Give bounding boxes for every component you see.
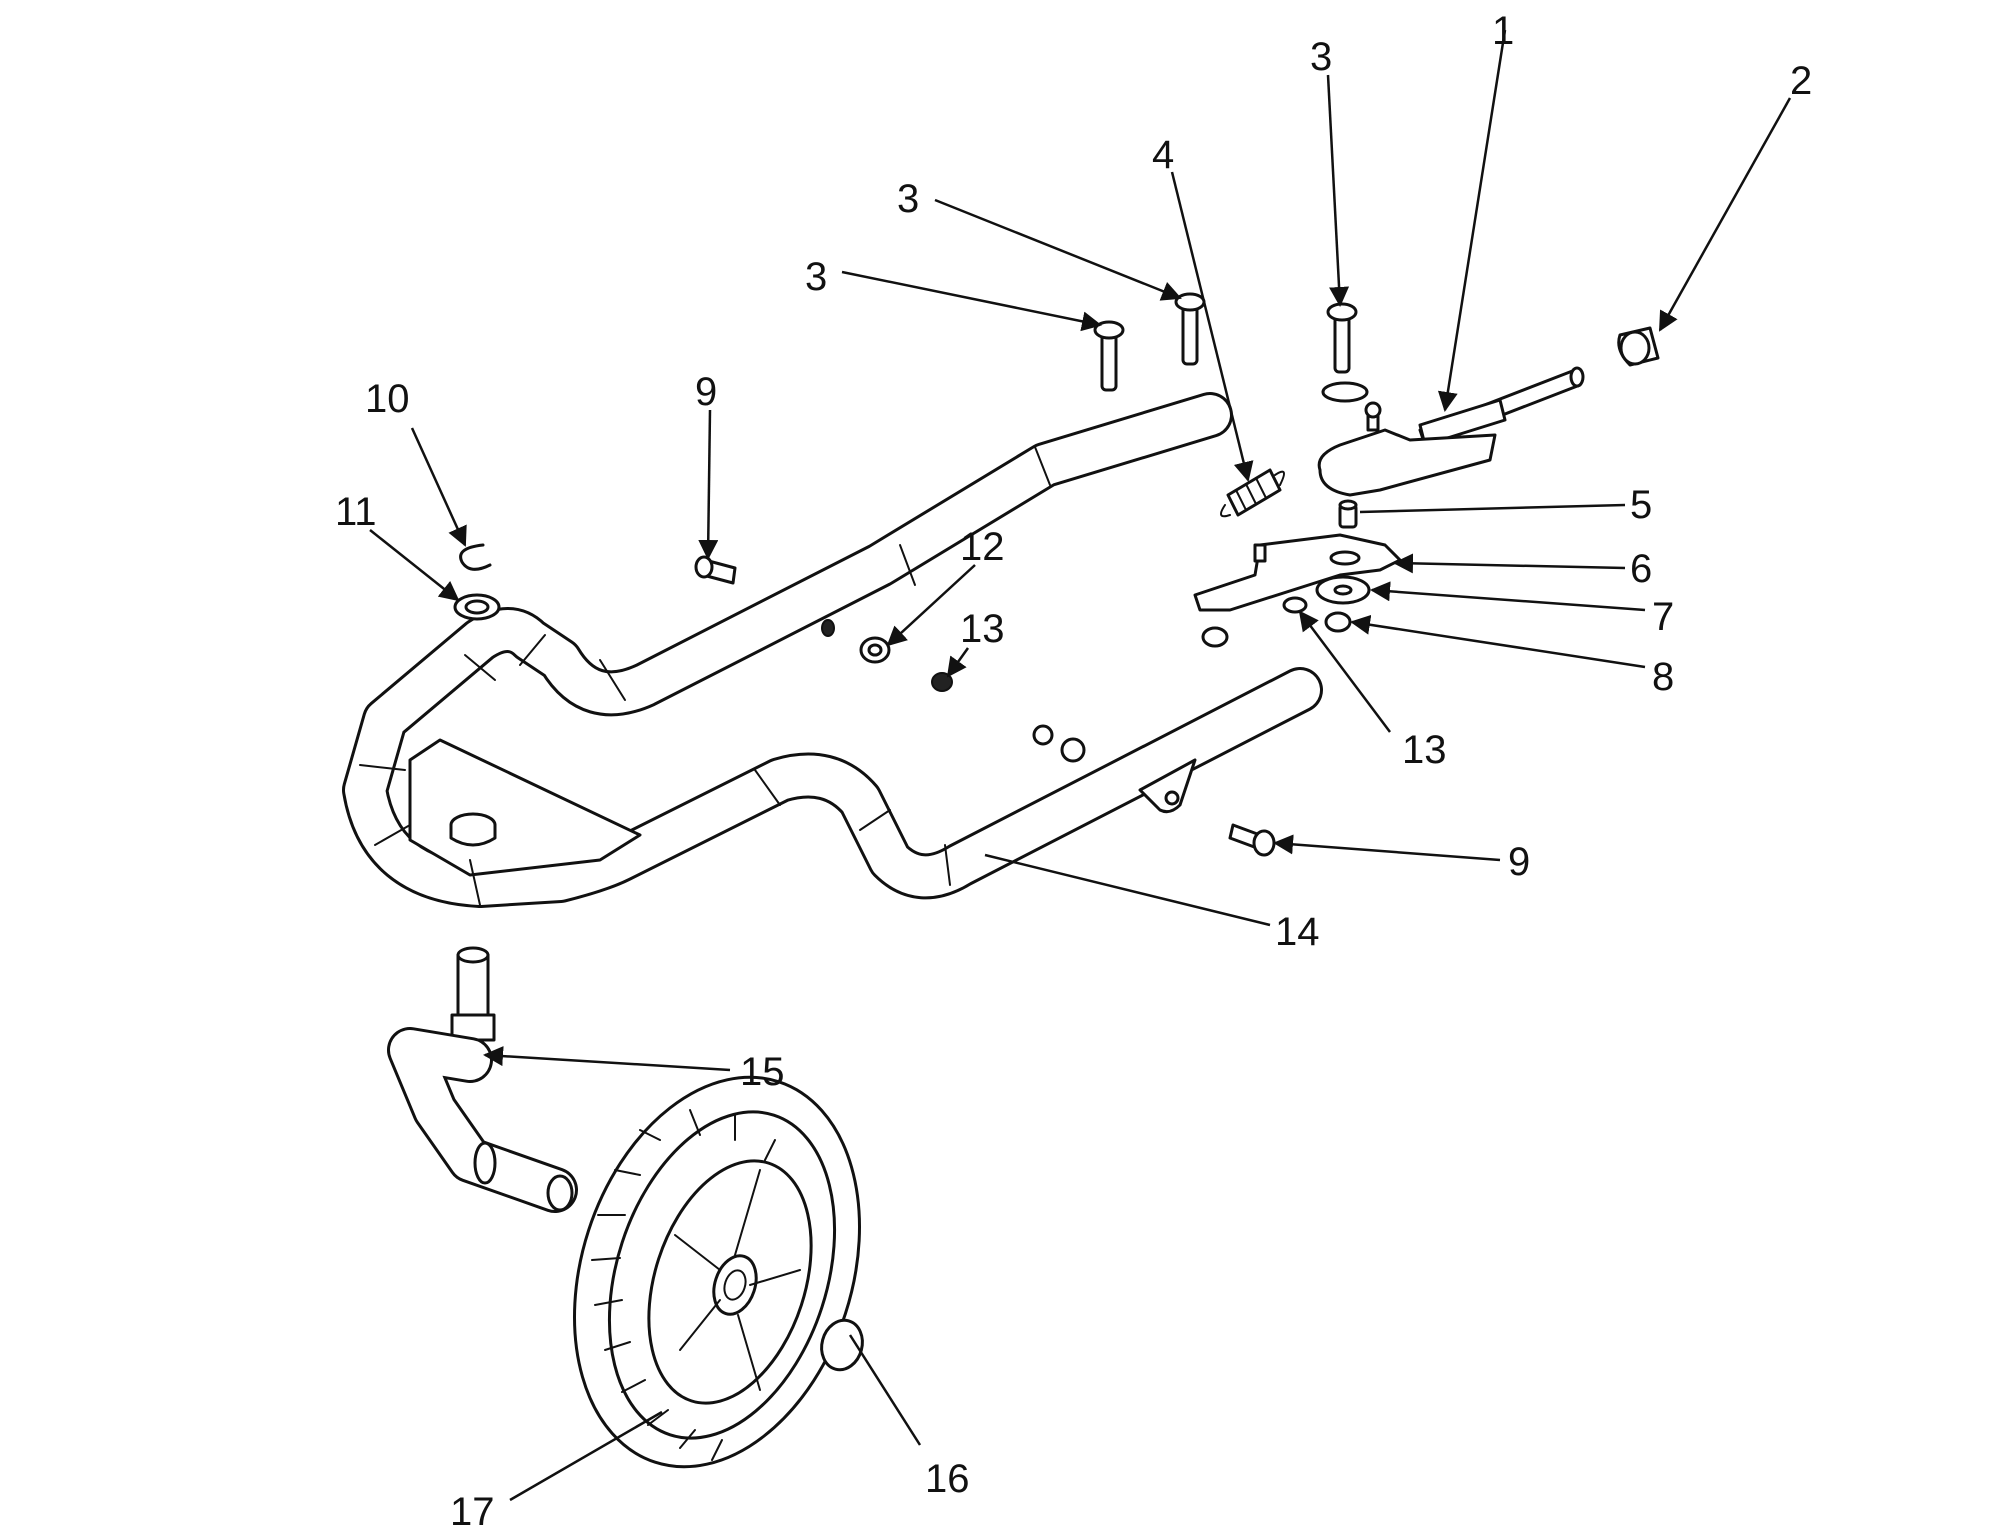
leader-10: [410, 427, 467, 547]
leader-7: [1370, 581, 1646, 612]
callout-16: 16: [925, 1457, 970, 1501]
callout-9-top: 9: [695, 370, 717, 414]
spacer-5: [1338, 499, 1358, 529]
leader-6: [1393, 553, 1626, 574]
callout-4: 4: [1152, 133, 1174, 177]
leader-16: [848, 1334, 922, 1446]
nut-12: [859, 636, 891, 664]
callout-14: 14: [1275, 910, 1320, 954]
leader-12: [886, 564, 976, 647]
callout-11: 11: [335, 490, 377, 534]
bolt-9-right: [1228, 823, 1276, 857]
washer-7: [1315, 575, 1371, 605]
hub-cap-16: [820, 1318, 864, 1372]
leader-5: [1359, 503, 1626, 514]
callout-2: 2: [1790, 59, 1812, 103]
leader-3-middle: [934, 198, 1182, 301]
leader-3-right: [1326, 74, 1350, 307]
bolt-9-top: [694, 555, 737, 585]
callout-17: 17: [450, 1490, 495, 1532]
leader-lines: [369, 29, 1792, 1502]
bolt-3-middle: [1174, 292, 1206, 366]
bolt-3-left: [1093, 320, 1125, 392]
leader-17: [509, 1410, 663, 1502]
callout-3-left: 3: [805, 255, 827, 299]
washer-11: [453, 593, 501, 621]
leader-3-left: [841, 270, 1102, 332]
washer-13-right: [1282, 596, 1308, 614]
callout-labels: 1 2 3 3 3 4 5 6 7 8 9 9 10 11 12 13 13 1…: [335, 9, 1812, 1532]
callout-13-left: 13: [960, 607, 1005, 651]
callout-12: 12: [960, 525, 1005, 569]
bolt-3-right: [1326, 302, 1358, 374]
upper-plate: [1317, 381, 1497, 497]
leader-2: [1658, 97, 1792, 332]
callout-8: 8: [1652, 655, 1674, 699]
leader-9-right: [1273, 834, 1501, 862]
callout-9-right: 9: [1508, 840, 1530, 884]
spring-4: [1220, 468, 1285, 518]
callout-15: 15: [740, 1050, 785, 1094]
leader-14: [984, 853, 1271, 927]
caster-fork-15: [387, 946, 578, 1213]
leader-11: [369, 529, 460, 602]
leader-8: [1350, 614, 1646, 669]
callout-5: 5: [1630, 483, 1652, 527]
leader-4: [1170, 171, 1254, 482]
nut-lower-plate: [1201, 626, 1229, 648]
leader-9-top: [698, 409, 719, 560]
retaining-ring-10: [459, 543, 492, 571]
leader-13-right: [1298, 610, 1391, 733]
leader-15: [483, 1046, 731, 1072]
frame-hidden-nut: [821, 619, 835, 637]
callout-3-middle: 3: [897, 177, 919, 221]
nut-8: [1324, 611, 1352, 633]
callout-10: 10: [365, 377, 410, 421]
wheel-17: [573, 1075, 861, 1469]
leader-13-left: [946, 647, 970, 678]
callout-3-right: 3: [1310, 35, 1332, 79]
cap-2: [1617, 326, 1660, 367]
callout-1: 1: [1492, 9, 1514, 53]
leader-1: [1437, 29, 1507, 412]
callout-7: 7: [1652, 595, 1674, 639]
callout-13-right: 13: [1402, 728, 1447, 772]
callout-6: 6: [1630, 547, 1652, 591]
shaft-1: [1418, 366, 1585, 447]
main-frame: [342, 392, 1323, 908]
